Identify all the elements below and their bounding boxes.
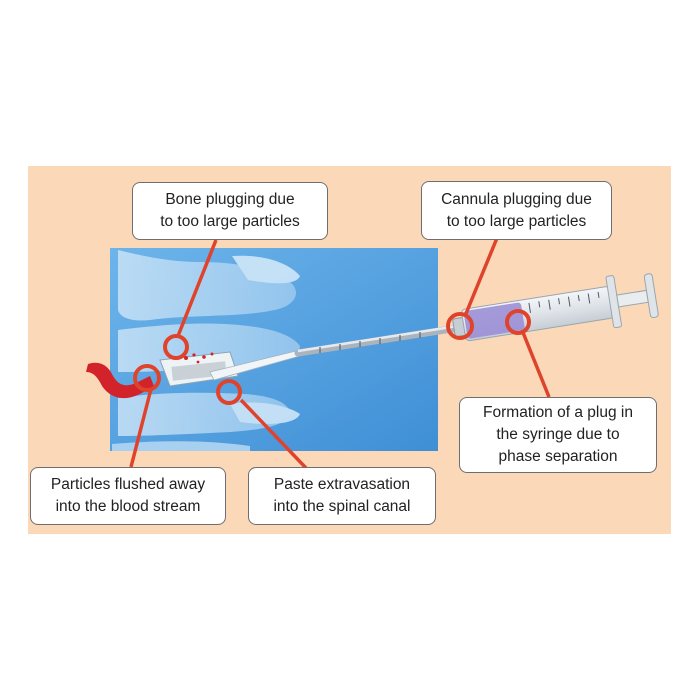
callout-paste-extravasation: Paste extravasation into the spinal cana… xyxy=(248,467,436,525)
callout-cannula-plugging-line1: Cannula plugging due xyxy=(441,190,592,208)
callout-cannula-plugging: Cannula plugging due to too large partic… xyxy=(421,181,612,240)
callout-syringe-plug: Formation of a plug in the syringe due t… xyxy=(459,397,657,473)
syringe xyxy=(452,273,659,342)
callout-syringe-plug-line3: phase separation xyxy=(498,448,618,465)
cannula-plug-marker xyxy=(446,312,474,340)
callout-particles-flushed-line1: Particles flushed away xyxy=(50,476,206,493)
blood-vessel xyxy=(86,362,154,399)
callout-cannula-plugging-line2: to too large particles xyxy=(446,212,587,230)
cannula-tip-with-paste xyxy=(159,349,301,387)
callout-particles-flushed: Particles flushed away into the blood st… xyxy=(30,467,226,525)
blood-stream-marker xyxy=(133,364,161,392)
callout-bone-plugging-line2: to too large particles xyxy=(160,213,300,230)
callout-syringe-plug-line2: the syringe due to xyxy=(496,426,620,443)
callout-particles-flushed-line2: into the blood stream xyxy=(55,498,201,515)
callout-syringe-plug-line1: Formation of a plug in xyxy=(483,404,633,421)
callout-bone-plugging-line1: Bone plugging due xyxy=(165,191,295,208)
callout-paste-extravasation-line2: into the spinal canal xyxy=(273,498,411,515)
callout-paste-extravasation-line1: Paste extravasation xyxy=(273,476,411,493)
callout-lines xyxy=(129,237,551,470)
callout-circles xyxy=(133,309,531,405)
callout-bone-plugging: Bone plugging due to too large particles xyxy=(132,182,328,240)
bone-plug-marker xyxy=(163,334,189,360)
vertebrae-illustration xyxy=(112,250,300,451)
syringe-plug-marker xyxy=(505,309,531,335)
extravasation-marker xyxy=(216,379,242,405)
cannula-needle xyxy=(294,324,462,357)
